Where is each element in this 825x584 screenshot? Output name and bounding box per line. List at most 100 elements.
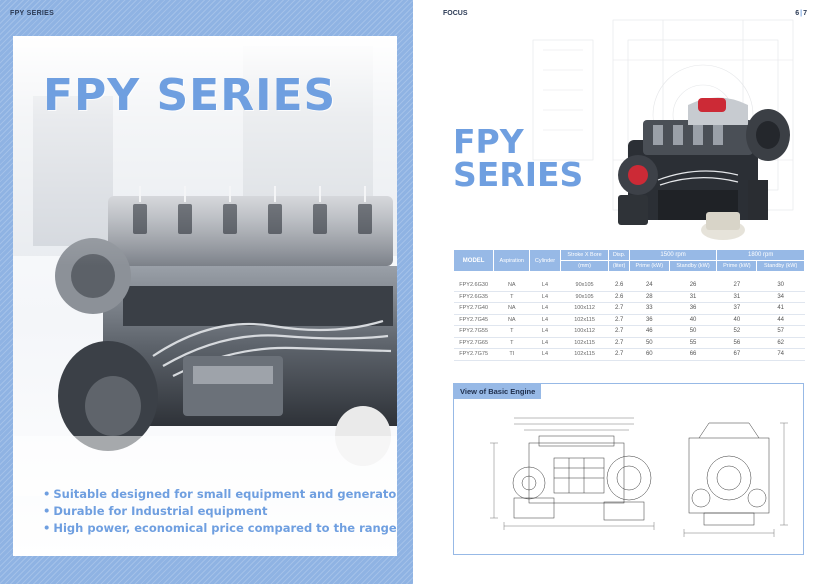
table-cell-p1800: 52 [716, 325, 757, 338]
table-cell-p1800: 27 [716, 279, 757, 292]
table-cell-aspiration: NA [493, 314, 530, 326]
table-cell-disp: 2.7 [608, 337, 630, 349]
table-cell-model: FPY2.7G45 [453, 314, 494, 326]
basic-engine-view-label: View of Basic Engine [454, 384, 542, 399]
col-header-stroke-bore-unit: (mm) [559, 260, 610, 272]
table-cell-disp: 2.6 [608, 291, 630, 303]
col-header-1800rpm: 1800 rpm [716, 249, 805, 261]
basic-engine-view-panel: View of Basic Engine [453, 383, 804, 555]
table-cell-s1500: 40 [669, 314, 717, 326]
table-cell-aspiration: T [493, 291, 530, 303]
table-cell-s1800: 57 [756, 325, 805, 338]
table-cell-s1500: 36 [669, 302, 717, 315]
table-cell-cylinder: L4 [529, 337, 561, 349]
table-cell-p1800: 37 [716, 302, 757, 315]
table-cell-s1500: 55 [669, 337, 717, 349]
table-cell-p1500: 33 [629, 302, 670, 315]
table-cell-p1800: 31 [716, 291, 757, 303]
table-cell-stroke-bore: 100x112 [560, 325, 609, 338]
engine-technical-drawing [490, 417, 788, 537]
table-cell-model: FPY2.6G30 [453, 279, 494, 292]
col-header-prime-1800: Prime (kW) [716, 260, 758, 272]
table-cell-disp: 2.7 [608, 314, 630, 326]
table-cell-stroke-bore: 102x115 [560, 348, 609, 361]
table-cell-p1500: 50 [629, 337, 670, 349]
left-page: FPY SERIES [0, 0, 413, 584]
table-cell-p1500: 46 [629, 325, 670, 338]
table-cell-s1800: 41 [756, 302, 805, 315]
table-cell-cylinder: L4 [529, 302, 561, 315]
right-page-title: FPY SERIES [453, 122, 584, 194]
table-cell-cylinder: L4 [529, 314, 561, 326]
left-panel: FPY SERIES •Suitable designed for small … [13, 36, 397, 556]
table-cell-s1800: 34 [756, 291, 805, 303]
col-header-disp-unit: (liter) [608, 260, 630, 272]
table-cell-s1800: 62 [756, 337, 805, 349]
table-cell-s1500: 26 [669, 279, 717, 292]
table-cell-aspiration: NA [493, 302, 530, 315]
col-header-standby-1800: Standby (kW) [756, 260, 805, 272]
table-cell-model: FPY2.7G65 [453, 337, 494, 349]
table-cell-p1800: 40 [716, 314, 757, 326]
table-cell-aspiration: NA [493, 279, 530, 292]
table-cell-model: FPY2.7G75 [453, 348, 494, 361]
table-cell-p1500: 24 [629, 279, 670, 292]
table-cell-stroke-bore: 102x115 [560, 314, 609, 326]
table-cell-cylinder: L4 [529, 325, 561, 338]
table-cell-aspiration: T [493, 325, 530, 338]
table-cell-cylinder: L4 [529, 279, 561, 292]
table-cell-disp: 2.7 [608, 325, 630, 338]
table-cell-stroke-bore: 90x105 [560, 291, 609, 303]
col-header-model: MODEL [452, 249, 495, 272]
table-cell-p1800: 67 [716, 348, 757, 361]
table-cell-disp: 2.7 [608, 302, 630, 315]
table-cell-p1500: 28 [629, 291, 670, 303]
feature-list: •Suitable designed for small equipment a… [43, 486, 397, 537]
table-cell-s1500: 66 [669, 348, 717, 361]
feature-item: •High power, economical price compared t… [43, 521, 397, 535]
left-page-title: FPY SERIES [43, 70, 337, 121]
table-cell-s1800: 74 [756, 348, 805, 361]
table-cell-cylinder: L4 [529, 348, 561, 361]
table-cell-stroke-bore: 100x112 [560, 302, 609, 315]
table-cell-disp: 2.6 [608, 279, 630, 292]
table-cell-model: FPY2.7G40 [453, 302, 494, 315]
page-numbers: 6|7 [795, 10, 807, 17]
table-cell-s1500: 50 [669, 325, 717, 338]
table-cell-s1800: 30 [756, 279, 805, 292]
spec-table: MODEL Aspiration Cylinder Stroke X Bore … [452, 249, 805, 361]
feature-item: •Durable for Industrial equipment [43, 504, 268, 518]
table-cell-p1500: 60 [629, 348, 670, 361]
col-header-stroke-bore: Stroke X Bore [559, 249, 610, 261]
col-header-prime-1500: Prime (kW) [628, 260, 670, 272]
table-cell-p1500: 36 [629, 314, 670, 326]
col-header-disp: Disp. [608, 249, 630, 261]
table-cell-aspiration: TI [493, 348, 530, 361]
col-header-1500rpm: 1500 rpm [628, 249, 718, 261]
table-cell-s1500: 31 [669, 291, 717, 303]
table-cell-disp: 2.7 [608, 348, 630, 361]
col-header-standby-1500: Standby (kW) [668, 260, 718, 272]
col-header-aspiration: Aspiration [493, 249, 531, 272]
table-cell-stroke-bore: 90x105 [560, 279, 609, 292]
table-cell-s1800: 44 [756, 314, 805, 326]
table-cell-model: FPY2.7G55 [453, 325, 494, 338]
table-cell-aspiration: T [493, 337, 530, 349]
engine-product-image [618, 97, 790, 240]
col-header-cylinder: Cylinder [529, 249, 561, 272]
engine-closeup-image [13, 36, 397, 496]
right-running-header: FOCUS [443, 10, 468, 17]
table-cell-cylinder: L4 [529, 291, 561, 303]
table-cell-model: FPY2.6G35 [453, 291, 494, 303]
feature-item: •Suitable designed for small equipment a… [43, 487, 397, 501]
table-cell-p1800: 56 [716, 337, 757, 349]
right-page: FOCUS 6|7 FPY SERIES MODEL [413, 0, 825, 584]
table-cell-stroke-bore: 102x115 [560, 337, 609, 349]
